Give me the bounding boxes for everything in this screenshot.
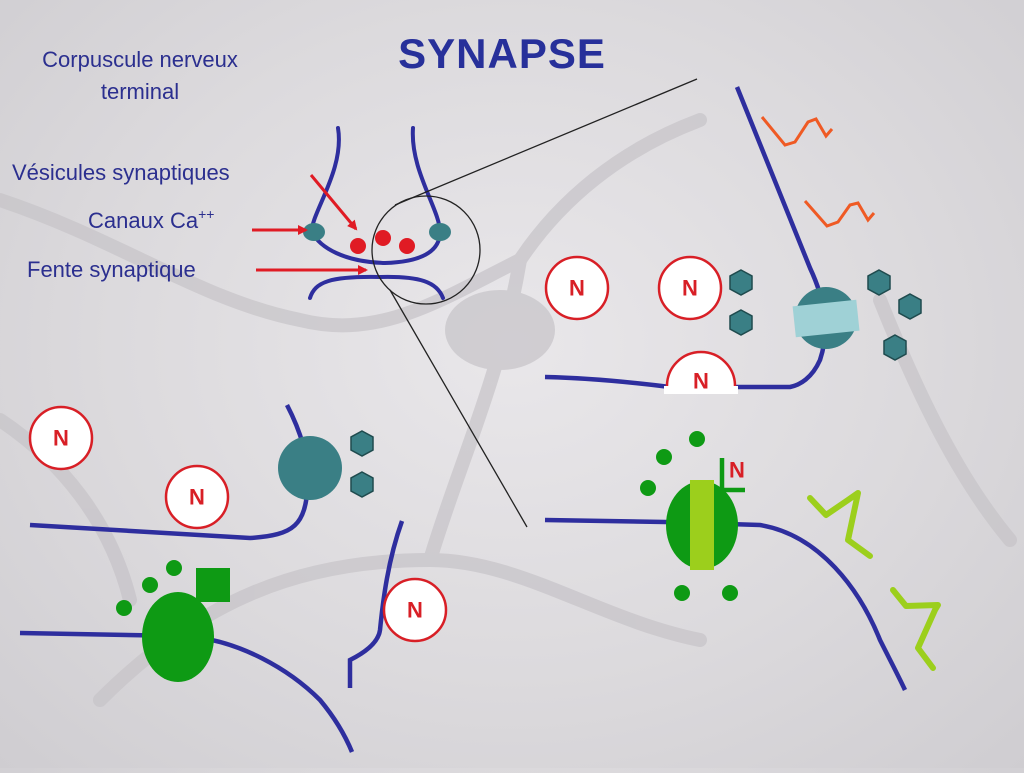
neurotransmitter-molecule — [898, 293, 922, 320]
neurotransmitter-molecule — [883, 334, 907, 361]
label-canaux: Canaux Ca++ — [88, 205, 214, 237]
enzyme-fragment — [890, 587, 941, 671]
calcium-channel-right — [429, 223, 451, 241]
neurotransmitter-label: N — [682, 276, 698, 301]
synaptic-vesicle — [399, 238, 415, 254]
neurotransmitter-circle — [382, 577, 448, 643]
postsynaptic-membrane — [308, 274, 445, 300]
ion-channel — [142, 592, 214, 682]
neurotransmitter-label: N — [569, 276, 585, 301]
panel-bottom-right: N — [544, 431, 941, 691]
panel-bottom-left: N N N — [19, 403, 448, 753]
label-corpuscule: Corpuscule nerveux terminal — [42, 47, 238, 104]
neurotransmitter-molecule — [867, 269, 891, 296]
receptor-band — [792, 299, 860, 338]
calcium-channel-left — [303, 223, 325, 241]
neurotransmitter-molecule — [729, 309, 753, 336]
arrow-vesicules — [309, 174, 358, 231]
neurotransmitter-circle — [665, 350, 737, 387]
label-vesicules: Vésicules synaptiques — [12, 160, 230, 185]
neurotransmitter-label: N — [729, 458, 745, 483]
ion-dot — [674, 585, 690, 601]
synaptic-vesicle — [375, 230, 391, 246]
label-canaux-charge: ++ — [198, 206, 215, 222]
ion-dot — [116, 600, 132, 616]
membrane — [347, 520, 405, 688]
presynaptic-terminal — [308, 126, 445, 300]
ion-dot — [656, 449, 672, 465]
channel-pore — [690, 480, 714, 570]
label-fente: Fente synaptique — [27, 257, 196, 282]
neurotransmitter-circle — [544, 255, 610, 321]
receptor-arm — [719, 458, 745, 493]
ion-dot — [640, 480, 656, 496]
neurotransmitter-label: N — [407, 598, 423, 623]
zoom-circle — [371, 195, 481, 305]
membrane — [670, 86, 828, 390]
enzyme-fragment — [807, 490, 873, 559]
synaptic-vesicle — [350, 238, 366, 254]
ion-dot — [689, 431, 705, 447]
membrane — [544, 374, 671, 390]
page-title: SYNAPSE — [398, 30, 606, 77]
neurotransmitter-circle — [164, 464, 230, 530]
action-potential-spike — [760, 116, 834, 147]
ion-dot — [166, 560, 182, 576]
neurotransmitter-molecule — [729, 269, 753, 296]
membrane — [19, 630, 355, 753]
neurotransmitter-molecule — [350, 471, 374, 498]
panel-top-right: N N N — [544, 86, 922, 394]
zoom-line-top — [394, 78, 698, 206]
receptor — [278, 436, 342, 500]
neurotransmitter-molecule — [350, 430, 374, 457]
ion-dot — [142, 577, 158, 593]
neurotransmitter-label: N — [189, 485, 205, 510]
zoom-line-bottom — [389, 289, 528, 528]
label-canaux-text: Canaux Ca — [88, 208, 199, 233]
neurotransmitter-label: N — [53, 426, 69, 451]
membrane — [544, 517, 908, 691]
action-potential-spike — [803, 200, 876, 228]
neurotransmitter-label: N — [693, 369, 709, 394]
neurotransmitter-circle — [657, 255, 723, 321]
ion-dot — [722, 585, 738, 601]
bound-ligand — [196, 568, 230, 602]
neurotransmitter-circle — [28, 405, 94, 471]
